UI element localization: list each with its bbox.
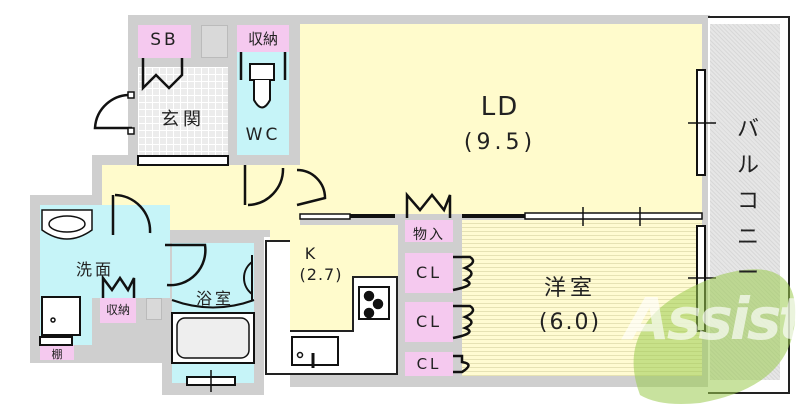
label-closet-2: CL [415,312,443,331]
pillar-wash [146,298,162,320]
label-washroom: 洗面 [75,260,114,279]
pillar [201,25,228,58]
label-kitchen-name: K [304,244,316,263]
storage-wc [237,25,289,52]
label-western-size: (6.0) [538,310,602,335]
storage-shelf [40,345,74,360]
label-kitchen-size: (2.7) [299,265,343,284]
storage-wash [100,298,136,323]
watermark-logo: Assist [610,245,800,405]
label-balcony: バルコニー [736,117,759,286]
closet-2 [405,302,453,342]
label-wc-storage: 収納 [247,30,278,48]
label-sb: SB [150,30,179,50]
kitchen-floor [290,225,354,332]
storage-sb [138,25,191,58]
label-bathroom: 浴室 [195,289,234,308]
storage-storeroom [405,220,453,242]
closet-3 [405,352,453,376]
label-ld-size: (9.5) [463,130,537,155]
kitchen-floor-2 [352,225,398,278]
label-ld-name: LD [480,92,520,122]
closet-1 [405,253,453,293]
label-closet-3: CL [416,355,442,373]
label-shelf: 棚 [51,348,63,361]
label-entrance: 玄関 [161,109,205,130]
label-wash-storage: 収納 [105,303,130,317]
label-western-name: 洋室 [543,276,596,301]
label-wc: WC [245,125,281,145]
label-closet-1: CL [415,263,443,282]
room-ld [300,24,702,214]
room-entrance [138,67,228,155]
watermark-text: Assist [625,285,800,353]
label-storeroom: 物入 [413,227,445,243]
